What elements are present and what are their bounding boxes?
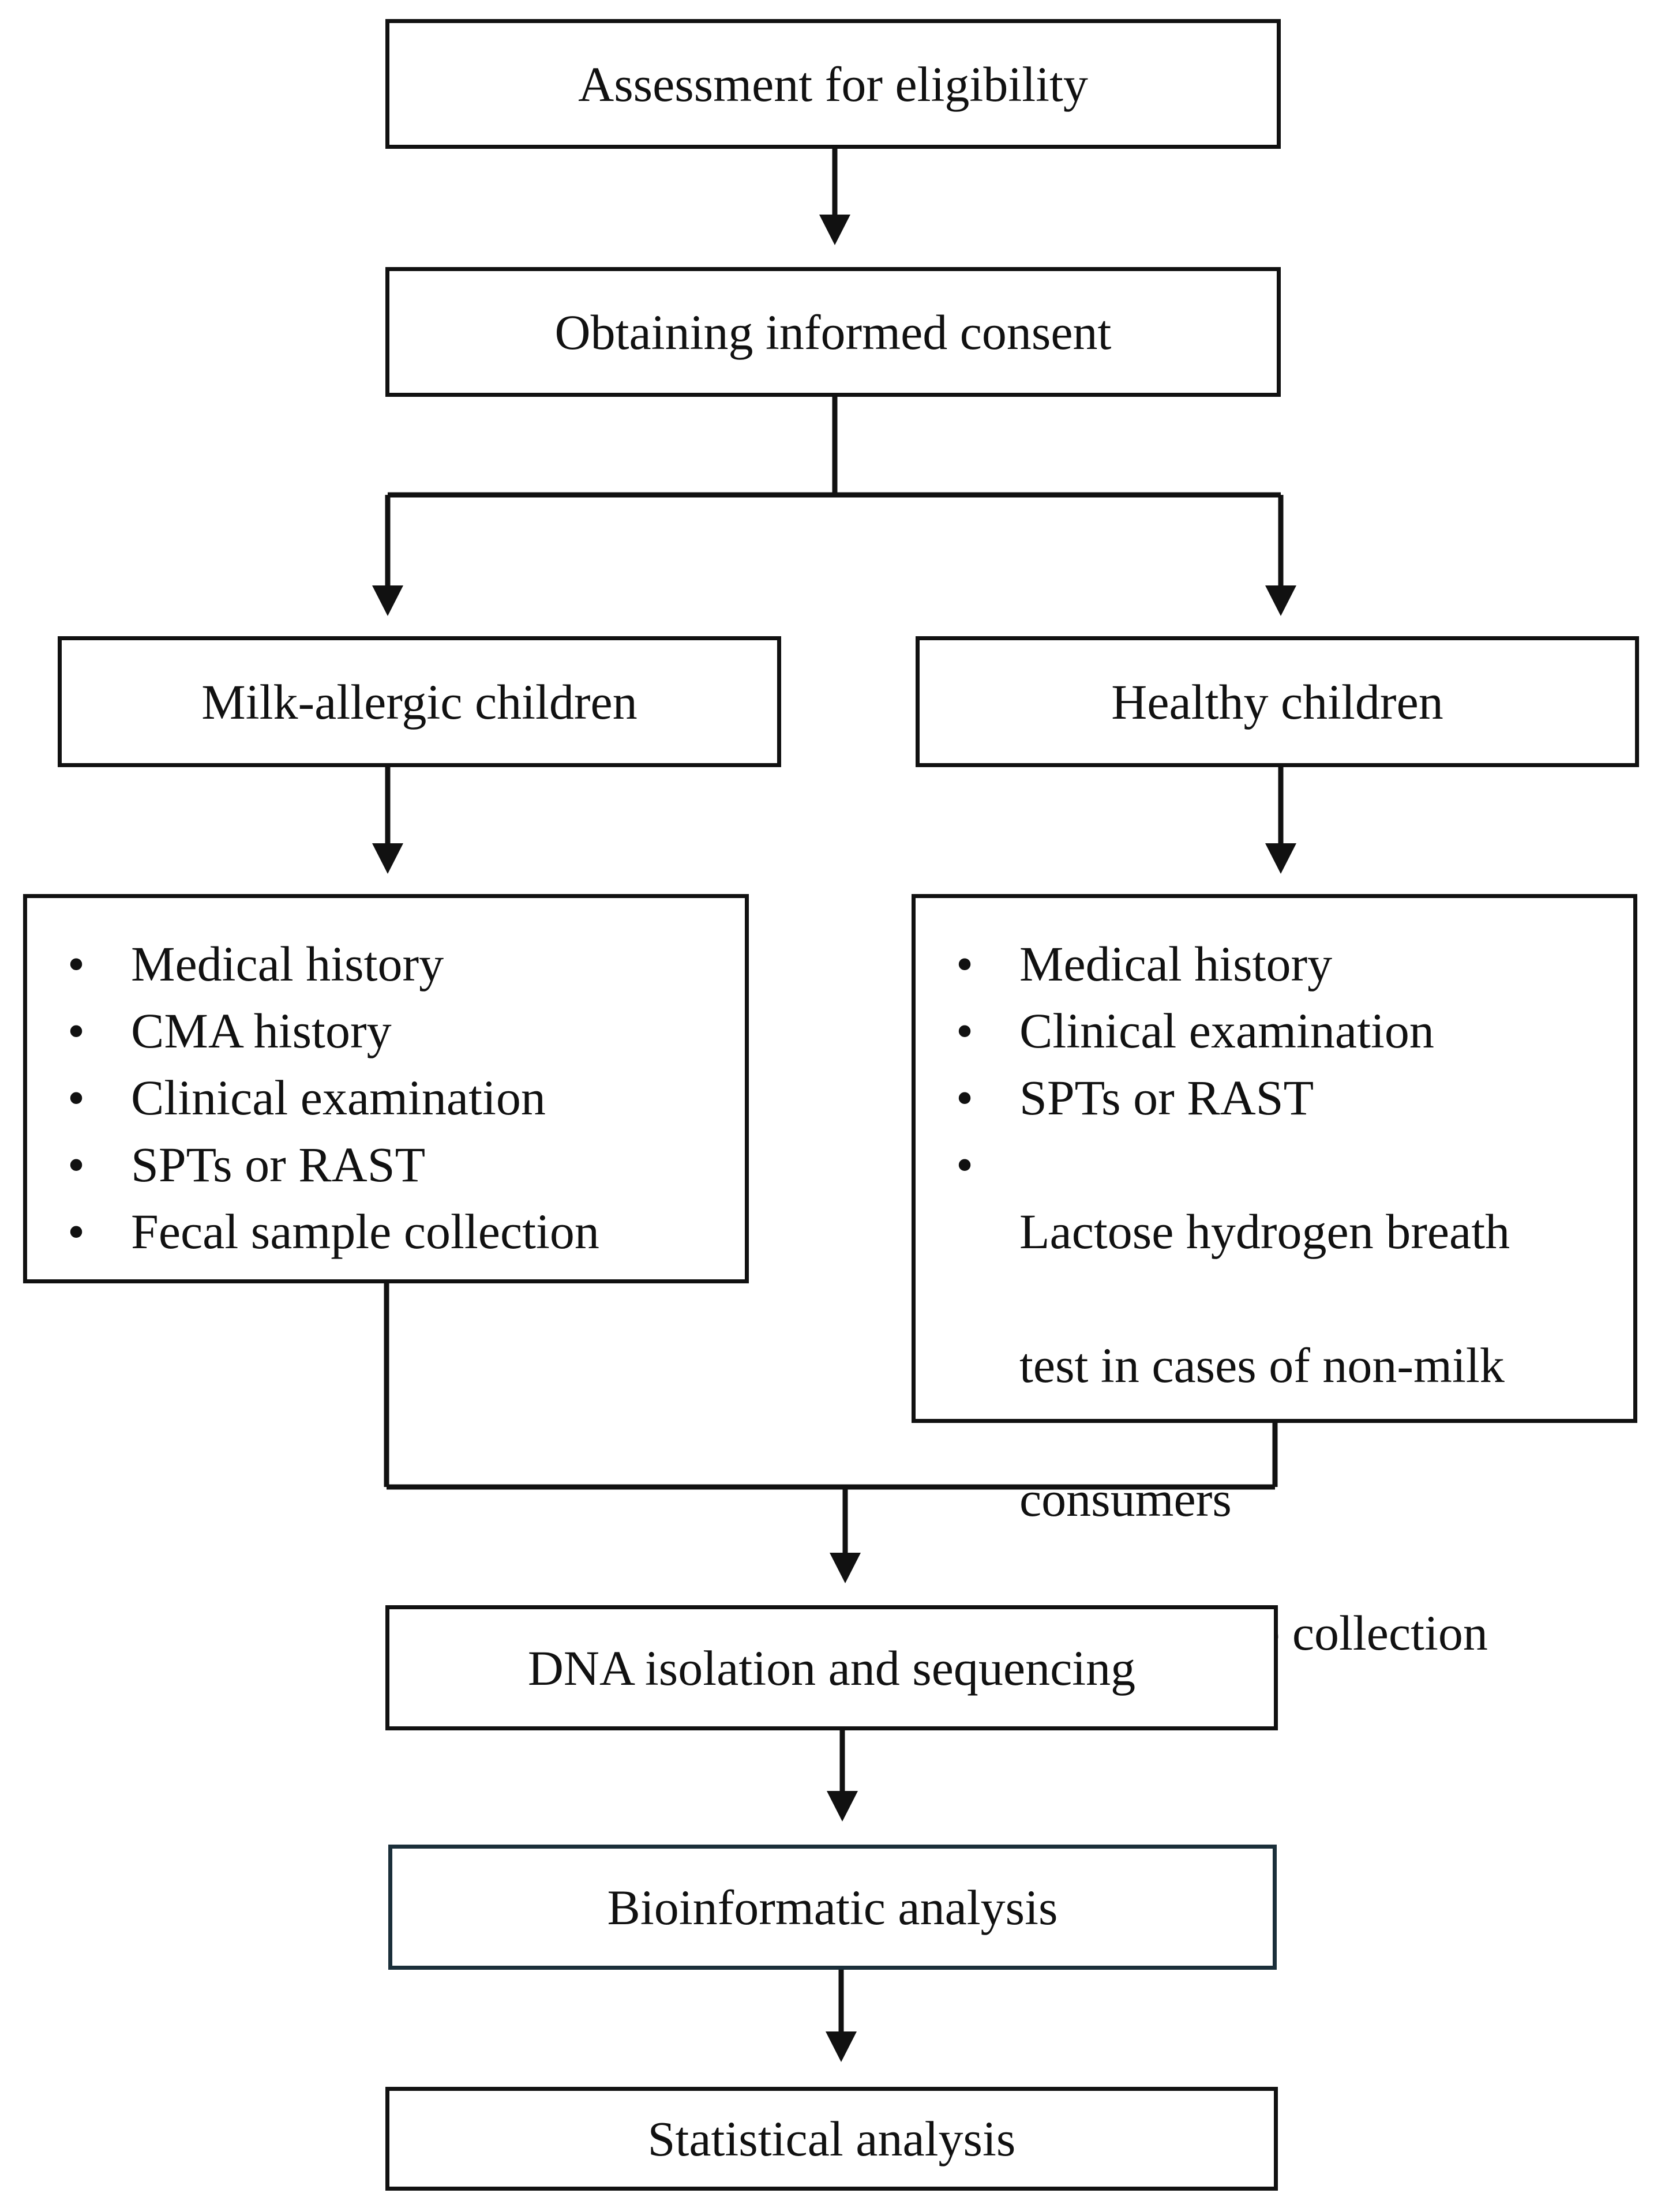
bullet-glyph: • — [955, 1070, 974, 1125]
group-healthy-list: • Medical history • Clinical examination… — [912, 894, 1637, 1661]
bullet-glyph: • — [67, 1003, 85, 1058]
arrowhead-healthy-list — [1265, 843, 1296, 874]
list-item: • Clinical examination — [944, 997, 1610, 1064]
wrapped-line: consumers — [1019, 1471, 1232, 1527]
healthy-item-list: • Medical history • Clinical examination… — [944, 930, 1610, 1666]
step-statistical-label: Statistical analysis — [647, 2111, 1016, 2166]
arrowhead-bioinformatic — [827, 1791, 858, 1822]
list-item-text: Medical history — [131, 936, 444, 992]
list-item-text-wrapped: Lactose hydrogen breath test in cases of… — [1019, 1131, 1510, 1599]
step-consent: Obtaining informed consent — [385, 267, 1281, 397]
list-item: • Medical history — [56, 930, 722, 997]
wrapped-line: Lactose hydrogen breath — [1019, 1204, 1510, 1259]
bullet-glyph: • — [955, 1137, 974, 1192]
bullet-glyph: • — [955, 936, 974, 992]
bullet-glyph: • — [67, 936, 85, 992]
allergic-item-list: • Medical history • CMA history • Clinic… — [56, 930, 722, 1265]
list-item: • Clinical examination — [56, 1064, 722, 1131]
bullet-glyph: • — [955, 1003, 974, 1058]
list-item: • CMA history — [56, 997, 722, 1064]
list-item-text: Clinical examination — [1019, 1003, 1434, 1058]
list-item-text: Medical history — [1019, 936, 1333, 992]
arrowhead-allergic-list — [372, 843, 403, 874]
bullet-glyph: • — [67, 1204, 85, 1259]
list-item-text: Clinical examination — [131, 1070, 546, 1125]
list-item: • Lactose hydrogen breath test in cases … — [944, 1131, 1610, 1599]
arrowhead-consent — [819, 215, 850, 245]
group-healthy-title-label: Healthy children — [1111, 674, 1443, 730]
group-allergic-title-label: Milk-allergic children — [201, 674, 638, 730]
wrapped-line: test in cases of non-milk — [1019, 1338, 1505, 1393]
step-eligibility: Assessment for eligibility — [385, 19, 1281, 149]
bullet-glyph: • — [67, 1070, 85, 1125]
list-item: • SPTs or RAST — [944, 1064, 1610, 1131]
step-consent-label: Obtaining informed consent — [554, 304, 1112, 360]
list-item-text: CMA history — [131, 1003, 392, 1058]
step-bioinformatic: Bioinformatic analysis — [388, 1845, 1277, 1970]
step-bioinformatic-label: Bioinformatic analysis — [607, 1879, 1058, 1935]
list-item: • SPTs or RAST — [56, 1131, 722, 1198]
list-item: • Medical history — [944, 930, 1610, 997]
arrowhead-statistical — [826, 2031, 857, 2062]
group-healthy-title: Healthy children — [916, 636, 1639, 767]
list-item-text: Fecal sample collection — [131, 1204, 599, 1259]
arrowhead-healthy — [1265, 585, 1296, 616]
arrowhead-allergic — [372, 585, 403, 616]
step-statistical: Statistical analysis — [385, 2087, 1278, 2191]
step-dna: DNA isolation and sequencing — [385, 1605, 1278, 1730]
list-item-text: SPTs or RAST — [1019, 1070, 1314, 1125]
arrowhead-dna — [830, 1553, 861, 1583]
list-item: • Fecal sample collection — [56, 1198, 722, 1265]
group-allergic-list: • Medical history • CMA history • Clinic… — [23, 894, 749, 1283]
group-allergic-title: Milk-allergic children — [58, 636, 781, 767]
step-eligibility-label: Assessment for eligibility — [578, 56, 1088, 112]
bullet-glyph: • — [67, 1137, 85, 1192]
step-dna-label: DNA isolation and sequencing — [527, 1640, 1136, 1696]
list-item-text: SPTs or RAST — [131, 1137, 426, 1192]
